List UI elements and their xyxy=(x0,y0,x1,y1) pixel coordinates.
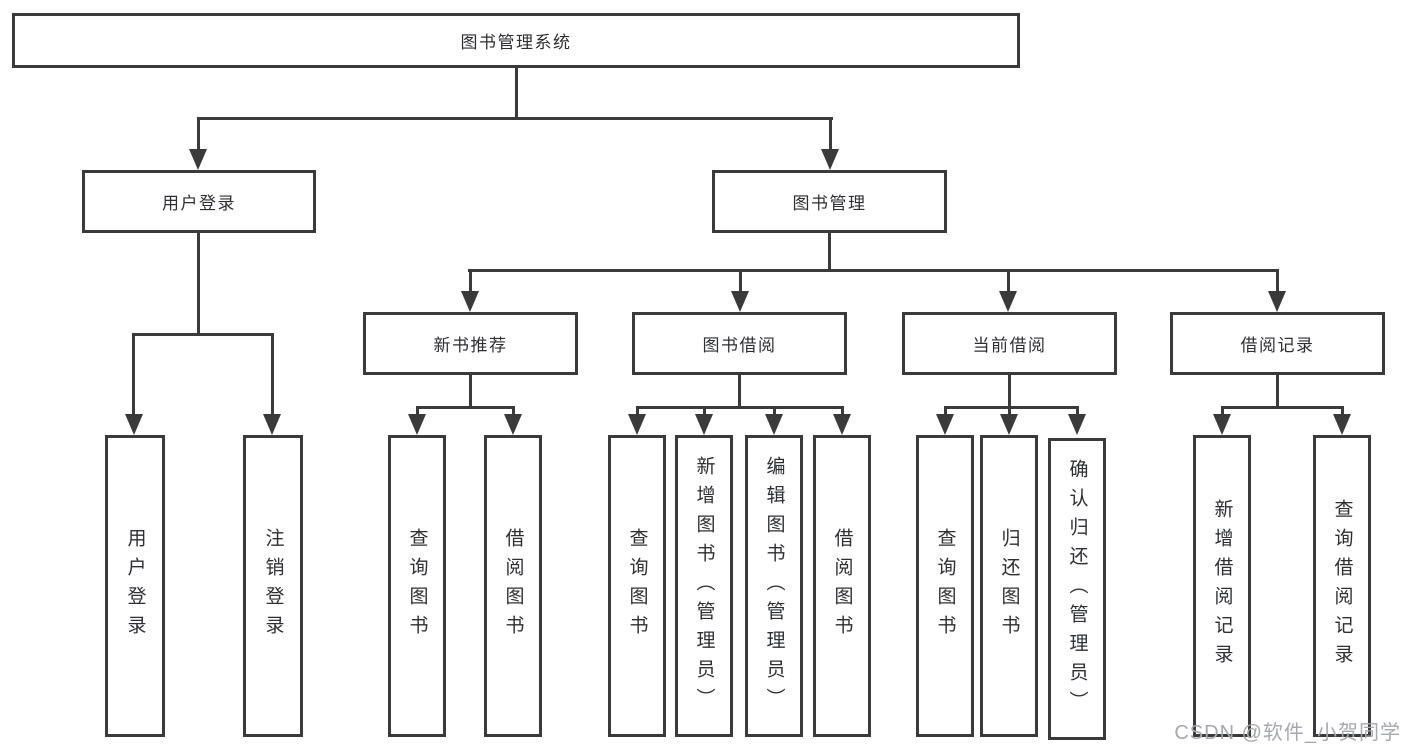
connector-line xyxy=(773,408,776,417)
connector-line xyxy=(1276,375,1279,408)
node-label: 查询图书 xyxy=(934,528,956,644)
node-book-management: 图书管理 xyxy=(712,170,947,233)
node-label: 新增借阅记录 xyxy=(1211,499,1233,673)
connector-line xyxy=(944,408,947,417)
node-label: 借阅记录 xyxy=(1240,336,1315,355)
connector-line xyxy=(1007,271,1010,293)
arrow-down-icon xyxy=(821,149,839,170)
node-book-borrowing: 图书借阅 xyxy=(632,312,847,375)
connector-line xyxy=(468,269,1279,272)
node-label: 查询借阅记录 xyxy=(1331,499,1353,673)
connector-line xyxy=(1008,375,1011,408)
node-new-book-recommendation: 新书推荐 xyxy=(363,312,578,375)
connector-line xyxy=(828,233,831,271)
leaf-edit-books-admin: 编辑图书（管理员） xyxy=(745,435,803,737)
node-label: 编辑图书（管理员） xyxy=(763,455,785,717)
connector-line xyxy=(132,333,274,336)
arrow-down-icon xyxy=(1068,414,1086,435)
node-user-login: 用户登录 xyxy=(82,170,316,233)
arrow-down-icon xyxy=(731,291,749,312)
connector-line xyxy=(739,271,742,293)
leaf-query-books: 查询图书 xyxy=(608,435,666,737)
node-label: 用户登录 xyxy=(124,528,146,644)
connector-line xyxy=(197,119,200,152)
node-label: 图书借阅 xyxy=(702,336,777,355)
connector-line xyxy=(1076,408,1079,417)
arrow-down-icon xyxy=(628,414,646,435)
connector-line xyxy=(469,271,472,293)
connector-line xyxy=(416,406,515,409)
arrow-down-icon xyxy=(1213,414,1231,435)
connector-line xyxy=(738,375,741,408)
arrow-down-icon xyxy=(765,414,783,435)
connector-line xyxy=(515,68,518,119)
connector-line xyxy=(197,233,200,335)
leaf-borrow-books: 借阅图书 xyxy=(813,435,871,737)
arrow-down-icon xyxy=(408,414,426,435)
leaf-confirm-return-admin: 确认归还（管理员） xyxy=(1048,438,1106,740)
node-current-borrowing: 当前借阅 xyxy=(902,312,1117,375)
node-label: 新增图书（管理员） xyxy=(693,455,715,717)
connector-line xyxy=(703,408,706,417)
arrow-down-icon xyxy=(1333,414,1351,435)
node-label: 确认归还（管理员） xyxy=(1066,458,1088,720)
connector-line xyxy=(829,119,832,152)
connector-line xyxy=(944,406,1079,409)
connector-line xyxy=(1221,406,1344,409)
connector-line xyxy=(1341,408,1344,417)
arrow-down-icon xyxy=(1000,414,1018,435)
leaf-add-books-admin: 新增图书（管理员） xyxy=(675,435,733,737)
leaf-add-borrow-record: 新增借阅记录 xyxy=(1193,435,1251,737)
leaf-user-login: 用户登录 xyxy=(105,435,165,737)
node-label: 新书推荐 xyxy=(433,336,508,355)
node-label: 用户登录 xyxy=(162,194,236,213)
arrow-down-icon xyxy=(461,291,479,312)
node-label: 当前借阅 xyxy=(972,336,1047,355)
node-label: 查询图书 xyxy=(406,528,428,644)
leaf-logout: 注销登录 xyxy=(243,435,303,737)
connector-line xyxy=(1276,271,1279,293)
node-library-management-system: 图书管理系统 xyxy=(12,13,1020,68)
connector-line xyxy=(197,117,833,120)
connector-line xyxy=(416,408,419,417)
arrow-down-icon xyxy=(125,414,143,435)
node-label: 查询图书 xyxy=(626,528,648,644)
arrow-down-icon xyxy=(695,414,713,435)
connector-line xyxy=(512,408,515,417)
leaf-query-books: 查询图书 xyxy=(916,435,974,737)
node-borrowing-records: 借阅记录 xyxy=(1170,312,1385,375)
node-label: 借阅图书 xyxy=(502,528,524,644)
node-label: 图书管理系统 xyxy=(460,33,572,52)
connector-line xyxy=(469,375,472,408)
leaf-return-books: 归还图书 xyxy=(980,435,1038,737)
arrow-down-icon xyxy=(263,414,281,435)
node-label: 图书管理 xyxy=(792,194,867,213)
arrow-down-icon xyxy=(936,414,954,435)
arrow-down-icon xyxy=(189,149,207,170)
arrow-down-icon xyxy=(999,291,1017,312)
connector-line xyxy=(1221,408,1224,417)
leaf-query-books: 查询图书 xyxy=(388,435,446,737)
leaf-borrow-books: 借阅图书 xyxy=(484,435,542,737)
node-label: 注销登录 xyxy=(262,528,284,644)
arrow-down-icon xyxy=(833,414,851,435)
arrow-down-icon xyxy=(504,414,522,435)
node-label: 归还图书 xyxy=(998,528,1020,644)
connector-line xyxy=(636,408,639,417)
connector-line xyxy=(132,335,135,416)
leaf-query-borrow-record: 查询借阅记录 xyxy=(1313,435,1371,737)
connector-line xyxy=(271,335,274,416)
arrow-down-icon xyxy=(1268,291,1286,312)
csdn-watermark: CSDN @软件_小贺同学 xyxy=(1174,722,1401,744)
connector-line xyxy=(841,408,844,417)
connector-line xyxy=(1008,408,1011,417)
connector-line xyxy=(636,406,844,409)
node-label: 借阅图书 xyxy=(831,528,853,644)
